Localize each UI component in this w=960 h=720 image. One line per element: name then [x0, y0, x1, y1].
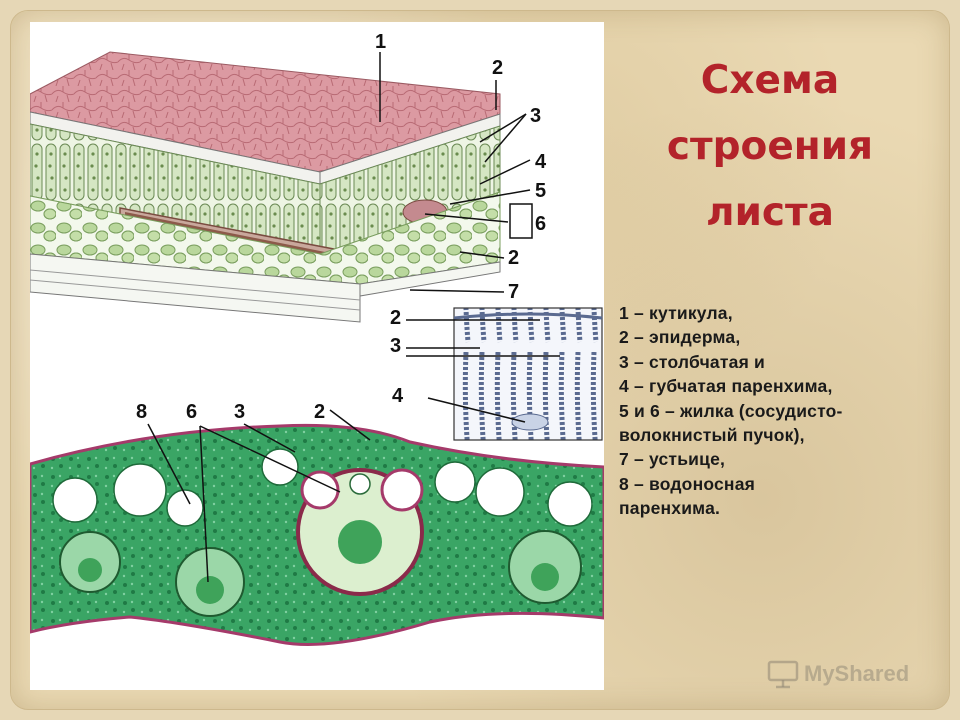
- legend-item: 5 и 6 – жилка (сосудисто-: [619, 400, 843, 421]
- label-inset-2: 2: [390, 307, 401, 329]
- label-inset-3: 3: [390, 335, 401, 357]
- leaf-structure-figure: 1 2 3 4 5 6 2 7 2 3 4: [30, 22, 604, 690]
- slide-title: Схема строения листа: [620, 48, 920, 246]
- legend-item: 1 – кутикула,: [619, 303, 733, 323]
- title-line-3: листа: [706, 190, 834, 235]
- presentation-board-icon: [767, 660, 799, 689]
- label-top-3: 3: [530, 105, 541, 127]
- label-top-7: 7: [508, 281, 519, 303]
- legend-item: 4 – губчатая паренхима,: [619, 376, 833, 397]
- label-top-6: 6: [535, 213, 546, 235]
- label-inset-4: 4: [392, 385, 404, 407]
- label-top-1: 1: [375, 31, 386, 53]
- label-bottom-3: 3: [234, 401, 245, 423]
- legend-item: 3 – столбчатая и: [619, 351, 766, 372]
- label-top-2b: 2: [508, 247, 519, 269]
- title-line-1: Схема: [700, 58, 840, 103]
- legend-item: 8 – водоносная: [619, 473, 756, 494]
- leaf-diagram-svg: 1 2 3 4 5 6 2 7 2 3 4: [30, 31, 604, 646]
- legend-item: 7 – устьице,: [619, 449, 726, 470]
- label-bottom-8: 8: [136, 401, 147, 423]
- title-line-2: строения: [666, 124, 874, 169]
- label-top-5: 5: [535, 180, 546, 202]
- legend-list: 1 – кутикула, 2 – эпидерма, 3 – столбчат…: [619, 301, 949, 521]
- label-top-2a: 2: [492, 57, 503, 79]
- watermark-text: MyShared: [804, 661, 910, 686]
- label-top-4: 4: [535, 151, 547, 173]
- legend-item: паренхима.: [619, 498, 721, 519]
- watermark: MyShared: [766, 654, 936, 694]
- label-bottom-2: 2: [314, 401, 325, 423]
- legend-item: 2 – эпидерма,: [619, 327, 741, 348]
- label-bottom-6: 6: [186, 401, 197, 423]
- legend-item: волокнистый пучок),: [619, 425, 805, 446]
